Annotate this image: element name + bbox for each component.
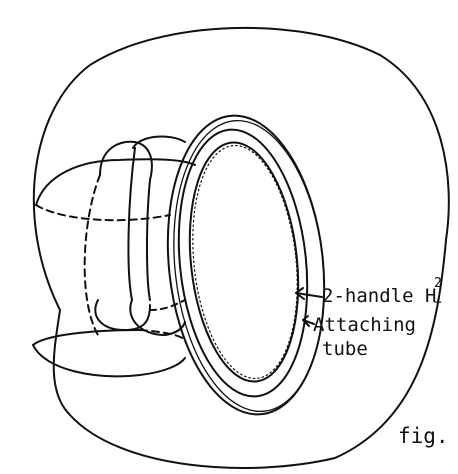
handle-ring-inner bbox=[188, 141, 300, 383]
inner-cylinder-2 bbox=[132, 135, 186, 149]
inner-cylinder-2-side bbox=[127, 147, 136, 301]
handle-label-subscript: + bbox=[434, 295, 442, 310]
inner-bottom-connector bbox=[149, 299, 186, 311]
attaching-arrow-head bbox=[302, 315, 310, 327]
handle-label-superscript: 2 bbox=[434, 276, 442, 291]
figure-label: fig. bbox=[398, 424, 449, 448]
inner-cylinder-1 bbox=[99, 140, 153, 181]
handle-arrow bbox=[295, 292, 323, 298]
tube-top-dashed bbox=[35, 204, 171, 222]
tube-top-outline bbox=[35, 158, 196, 206]
inner-bottom-2 bbox=[129, 299, 186, 336]
attaching-label-line2: tube bbox=[322, 338, 368, 360]
tube-bottom-curve bbox=[32, 344, 186, 378]
outer-boundary bbox=[32, 26, 450, 469]
tube-bottom-outline bbox=[32, 329, 141, 346]
handle-ring-inner-dotted bbox=[192, 144, 298, 380]
attaching-tube-outer-shadow bbox=[173, 119, 325, 413]
attaching-label-line1: Attaching bbox=[313, 314, 416, 336]
inner-tube-left-side bbox=[146, 179, 151, 301]
handle-ring-outer bbox=[177, 128, 309, 398]
tube-back-left-dashed bbox=[83, 174, 101, 336]
inner-bottom-1 bbox=[94, 299, 151, 331]
attaching-tube-outer bbox=[166, 114, 326, 416]
handle-arrow-head bbox=[295, 287, 305, 300]
handle-label: 2-handle H bbox=[322, 285, 437, 307]
